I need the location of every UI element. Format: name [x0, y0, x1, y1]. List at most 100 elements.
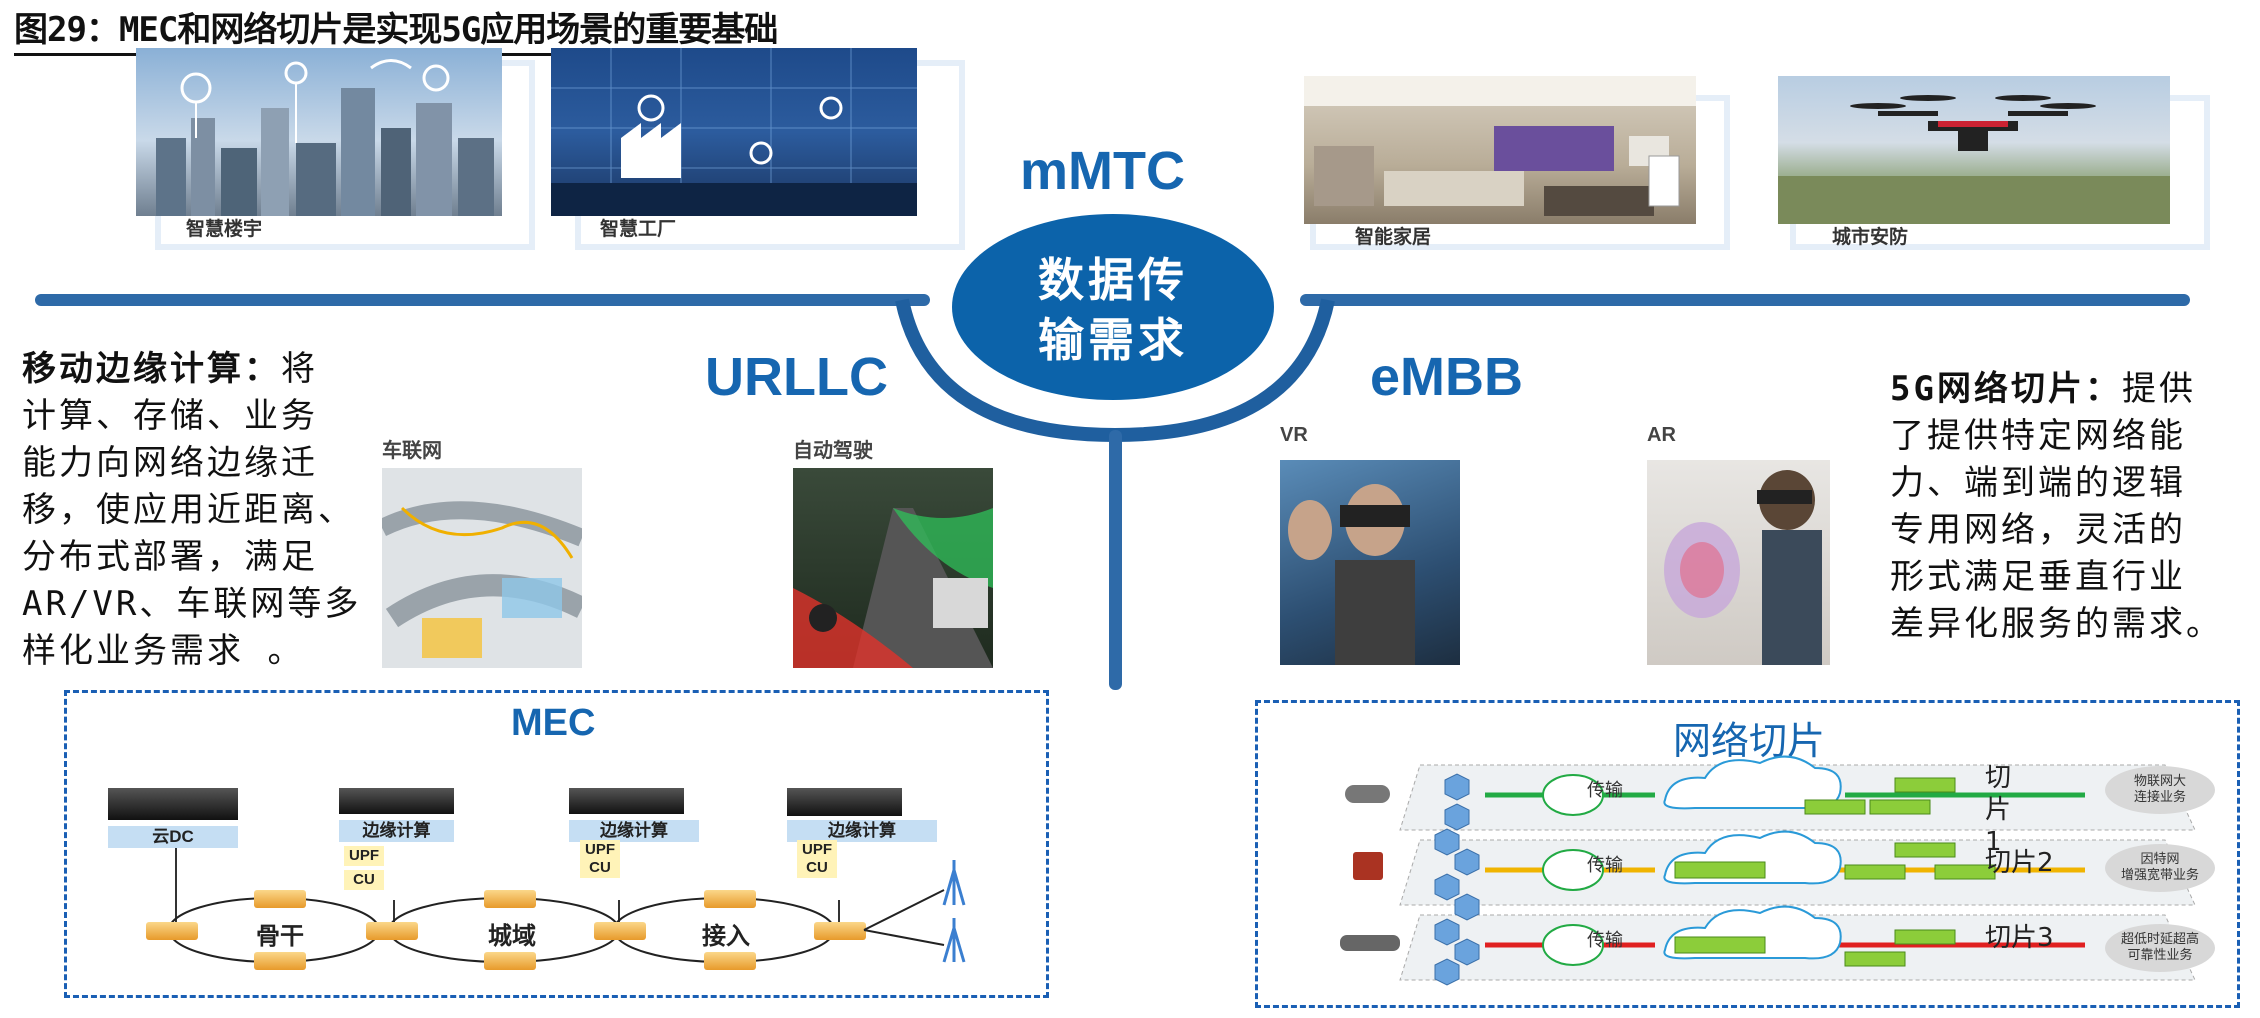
service-line: 连接业务: [2133, 790, 2186, 805]
photo-caption: 智慧楼宇: [186, 219, 263, 240]
slicing-description-line: 提供: [2121, 369, 2196, 409]
mec-description-line: 分布式部署，满足: [22, 537, 318, 577]
smart-home-illustration: [1304, 76, 1696, 216]
segment-metro: 城域: [488, 922, 536, 950]
center-vertical-bar: [1109, 430, 1122, 690]
transport-label: 传输: [1587, 780, 1623, 801]
router-icon: [254, 952, 306, 970]
segment-backbone: 骨干: [256, 922, 304, 950]
slicing-description-line: 力、端到端的逻辑: [1890, 463, 2186, 503]
service-line: 超低时延超高: [2120, 932, 2199, 947]
mmtc-label: mMTC: [1020, 141, 1185, 201]
cloud-dc-label: 云DC: [108, 826, 238, 848]
photo-caption: 自动驾驶: [793, 440, 873, 462]
antenna-icon: [942, 918, 966, 963]
server-icon: [339, 788, 454, 814]
vehicle-network-photo: [382, 468, 582, 668]
center-text-line2: 输需求: [1038, 313, 1188, 367]
cu-label: CU: [344, 870, 384, 890]
segment-access: 接入: [702, 922, 750, 950]
service-line: 因特网: [2140, 852, 2180, 867]
center-text: 数据传 输需求: [952, 250, 1274, 370]
photo-caption: 城市安防: [1832, 227, 1909, 248]
router-icon: [814, 922, 866, 940]
smart-building-photo: [136, 48, 502, 216]
access-network-hexagons: [1434, 773, 1480, 986]
antenna-icon: [942, 860, 966, 906]
service-line: 物联网大: [2133, 774, 2186, 789]
slicing-description-line: 差异化服务的需求。: [1890, 604, 2223, 644]
network-function-blocks: [1674, 777, 1996, 967]
mec-description-line: 计算、存储、业务: [22, 396, 318, 436]
slicing-description-line: 专用网络，灵活的: [1890, 510, 2186, 550]
drone-illustration: [1778, 95, 2170, 224]
edge-computing-label: 边缘计算: [787, 820, 937, 842]
slicing-description-line: 形式满足垂直行业: [1890, 557, 2186, 597]
photo-caption: AR: [1647, 424, 1676, 446]
service-line: 增强宽带业务: [2120, 868, 2199, 883]
vehicle-network-illustration: [382, 501, 582, 658]
core-cloud: [1663, 755, 1842, 960]
device-icon: [1340, 935, 1400, 951]
mec-description-line: 样化业务需求 。: [22, 631, 305, 671]
edge-computing-label: 边缘计算: [569, 820, 699, 842]
device-icon: [1345, 785, 1390, 803]
router-icon: [146, 922, 198, 940]
mec-description-line: 将: [281, 349, 318, 389]
router-icon: [366, 922, 418, 940]
network-slicing-box: [1255, 700, 2240, 1008]
slice-2-service: 因特网 增强宽带业务: [2105, 852, 2215, 884]
router-icon: [254, 890, 306, 908]
upf-label: UPF: [344, 846, 384, 866]
cu-label: CU: [797, 858, 837, 878]
router-icon: [704, 890, 756, 908]
device-icon: [1353, 852, 1383, 880]
mec-description-line: 能力向网络边缘迁: [22, 443, 318, 483]
transport-node: [1542, 774, 1604, 816]
photo-caption: 智能家居: [1355, 227, 1432, 248]
slicing-description-bold: 5G网络切片：: [1890, 369, 2122, 409]
server-icon: [787, 788, 902, 816]
smart-factory-illustration: [551, 48, 917, 216]
slicing-description: 5G网络切片：提供 了提供特定网络能 力、端到端的逻辑 专用网络，灵活的 形式满…: [1890, 366, 2250, 648]
service-line: 可靠性业务: [2127, 948, 2193, 963]
ar-photo: [1647, 460, 1830, 665]
network-slicing-title: 网络切片: [1673, 721, 1826, 763]
server-icon: [569, 788, 684, 814]
embb-label: eMBB: [1370, 347, 1524, 407]
router-icon: [704, 952, 756, 970]
photo-caption: VR: [1280, 424, 1308, 446]
transport-label: 传输: [1587, 855, 1623, 876]
mec-description: 移动边缘计算：将 计算、存储、业务 能力向网络边缘迁 移，使应用近距离、 分布式…: [22, 346, 362, 675]
transport-label: 传输: [1587, 930, 1623, 951]
slice-3-service: 超低时延超高 可靠性业务: [2105, 932, 2215, 964]
server-icon: [108, 788, 238, 820]
left-axis-bar: [35, 294, 930, 306]
slice-3-label: 切片3: [1985, 923, 2054, 953]
slice-2-label: 切片2: [1985, 848, 2054, 878]
router-icon: [484, 952, 536, 970]
autonomous-driving-photo: [793, 468, 993, 668]
autonomous-driving-illustration: [793, 508, 993, 668]
data-transmission-ellipse: [952, 214, 1274, 400]
cu-label: CU: [580, 858, 620, 878]
photo-caption: 智慧工厂: [600, 219, 677, 240]
vr-photo: [1280, 460, 1460, 665]
network-slicing-diagram: [1340, 755, 2215, 986]
mec-title: MEC: [511, 702, 596, 744]
router-icon: [594, 922, 646, 940]
right-axis-bar: [1300, 294, 2190, 306]
smart-factory-photo: [551, 48, 917, 216]
mec-description-line: AR/VR、车联网等多: [22, 584, 362, 624]
center-text-line1: 数据传: [1038, 253, 1188, 307]
smart-home-photo: [1304, 76, 1696, 224]
mec-box: [64, 690, 1049, 998]
router-icon: [484, 890, 536, 908]
upf-label: UPF: [580, 840, 620, 860]
slice-1-service: 物联网大 连接业务: [2105, 774, 2215, 806]
urllc-label: URLLC: [705, 347, 888, 407]
slice-1-label: 切片1: [1985, 763, 2012, 857]
transport-node: [1542, 924, 1604, 966]
photo-caption: 车联网: [382, 440, 442, 462]
city-security-drone-photo: [1778, 76, 2170, 224]
